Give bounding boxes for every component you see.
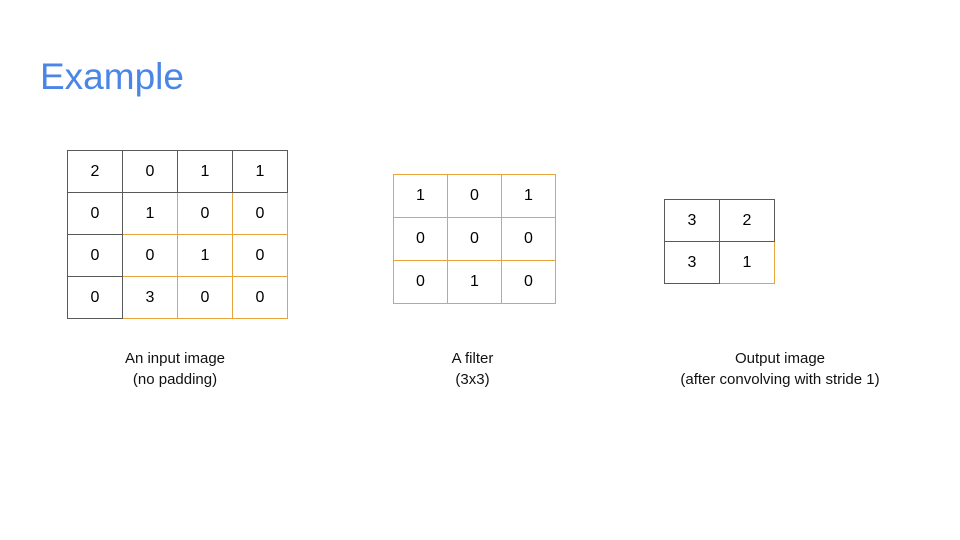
matrix-cell: 1 bbox=[122, 192, 178, 235]
input-image-figure: 2 0 1 1 0 1 0 0 0 0 1 0 0 bbox=[67, 150, 288, 319]
table-row: 2 0 1 1 bbox=[67, 150, 288, 193]
matrix-cell: 2 bbox=[719, 199, 775, 242]
caption-line-1: A filter bbox=[451, 350, 494, 367]
matrix-cell: 0 bbox=[232, 276, 288, 319]
matrix-cell: 1 bbox=[232, 150, 288, 193]
matrix-cell: 0 bbox=[122, 234, 178, 277]
output-image-caption: Output image (after convolving with stri… bbox=[600, 348, 960, 390]
caption-line-2: (no padding) bbox=[132, 371, 218, 388]
input-image-caption: An input image (no padding) bbox=[0, 348, 350, 390]
table-row: 0 1 0 bbox=[393, 260, 556, 304]
output-image-figure: 3 2 3 1 bbox=[664, 199, 775, 284]
matrix-cell: 0 bbox=[447, 174, 502, 218]
output-image-matrix: 3 2 3 1 bbox=[664, 199, 775, 284]
filter-matrix: 1 0 1 0 0 0 0 1 0 bbox=[393, 174, 556, 304]
matrix-cell: 0 bbox=[177, 276, 233, 319]
table-row: 3 1 bbox=[664, 241, 775, 284]
table-row: 0 0 1 0 bbox=[67, 234, 288, 277]
matrix-cell: 0 bbox=[393, 217, 448, 261]
matrix-cell: 3 bbox=[664, 241, 720, 284]
table-row: 1 0 1 bbox=[393, 174, 556, 218]
matrix-cell: 0 bbox=[501, 260, 556, 304]
table-row: 0 0 0 bbox=[393, 217, 556, 261]
input-image-matrix: 2 0 1 1 0 1 0 0 0 0 1 0 0 bbox=[67, 150, 288, 319]
matrix-cell: 1 bbox=[447, 260, 502, 304]
filter-figure: 1 0 1 0 0 0 0 1 0 bbox=[393, 174, 556, 304]
filter-caption: A filter (3x3) bbox=[355, 348, 590, 390]
matrix-cell: 1 bbox=[177, 234, 233, 277]
matrix-cell: 0 bbox=[122, 150, 178, 193]
matrix-cell: 0 bbox=[447, 217, 502, 261]
matrix-cell: 0 bbox=[393, 260, 448, 304]
caption-line-1: An input image bbox=[124, 350, 226, 367]
matrix-cell: 0 bbox=[67, 192, 123, 235]
matrix-cell: 3 bbox=[664, 199, 720, 242]
matrix-cell: 1 bbox=[501, 174, 556, 218]
matrix-cell: 0 bbox=[177, 192, 233, 235]
caption-line-1: Output image bbox=[734, 350, 826, 367]
caption-line-2: (after convolving with stride 1) bbox=[680, 371, 880, 388]
matrix-cell: 0 bbox=[501, 217, 556, 261]
table-row: 0 1 0 0 bbox=[67, 192, 288, 235]
matrix-cell: 1 bbox=[393, 174, 448, 218]
matrix-cell: 1 bbox=[177, 150, 233, 193]
table-row: 3 2 bbox=[664, 199, 775, 242]
table-row: 0 3 0 0 bbox=[67, 276, 288, 319]
matrix-cell: 0 bbox=[232, 234, 288, 277]
matrix-cell: 0 bbox=[67, 234, 123, 277]
matrix-cell: 2 bbox=[67, 150, 123, 193]
page-title: Example bbox=[40, 56, 184, 97]
caption-line-2: (3x3) bbox=[455, 371, 490, 388]
matrix-cell: 3 bbox=[122, 276, 178, 319]
matrix-cell: 0 bbox=[67, 276, 123, 319]
matrix-cell: 1 bbox=[719, 241, 775, 284]
matrix-cell: 0 bbox=[232, 192, 288, 235]
